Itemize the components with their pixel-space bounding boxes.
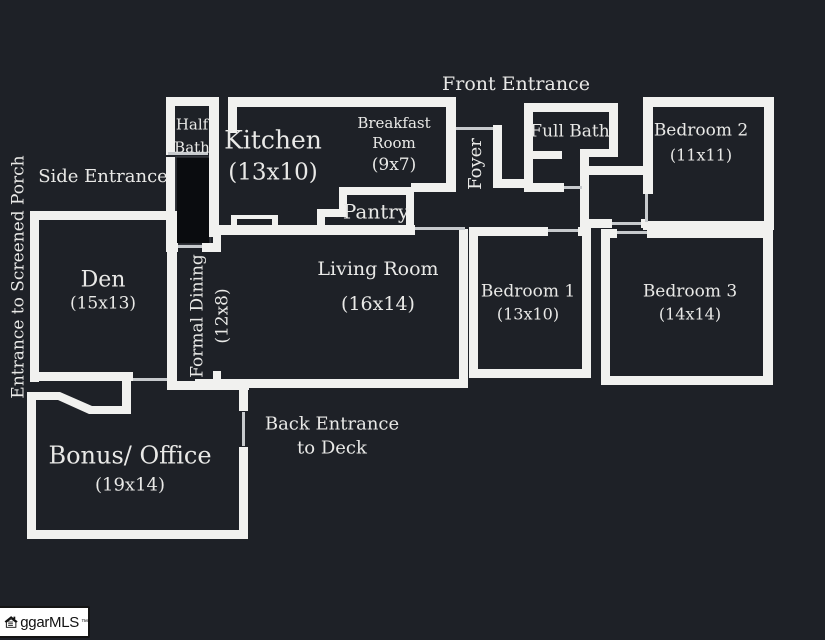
room-label-bonus-office: Bonus/ Office (19x14): [48, 442, 211, 495]
side-entrance-label: Side Entrance: [38, 165, 168, 187]
room-label-half-bath: Half Bath: [174, 115, 210, 157]
den-dims: (15x13): [69, 294, 137, 314]
formal-dining-dims: (12x8): [212, 288, 232, 344]
breakfast-dims: (9x7): [371, 154, 417, 175]
house-icon: [4, 616, 18, 628]
room-label-formal-dining: Formal Dining (12x8): [185, 254, 234, 378]
bonus-office-dims: (19x14): [94, 474, 166, 496]
room-label-foyer: Foyer: [464, 138, 486, 190]
screened-porch-entrance-label: Entrance to Screened Porch: [8, 155, 29, 399]
den-name: Den: [80, 267, 126, 293]
living-room-dims: (16x14): [341, 292, 415, 315]
room-label-bedroom-3: Bedroom 3 (14x14): [643, 281, 737, 326]
bedroom-2-dims: (11x11): [669, 145, 733, 165]
bedroom-2-name: Bedroom 2: [653, 120, 749, 141]
logo-text: ggarMLS: [20, 613, 79, 631]
front-entrance-label: Front Entrance: [442, 73, 590, 96]
logo-trademark: ™: [81, 618, 88, 626]
bedroom-3-name: Bedroom 3: [642, 281, 738, 302]
room-label-kitchen: Kitchen (13x10): [224, 124, 322, 189]
room-label-living-room: Living Room (16x14): [317, 258, 438, 317]
bonus-office-name: Bonus/ Office: [48, 441, 212, 470]
room-label-bedroom-2: Bedroom 2 (11x11): [654, 117, 748, 168]
room-label-pantry: Pantry: [342, 199, 410, 224]
bedroom-1-name: Bedroom 1: [480, 281, 576, 302]
kitchen-dims: (13x10): [228, 159, 318, 186]
room-label-den: Den (15x13): [70, 268, 136, 315]
kitchen-name: Kitchen: [224, 125, 322, 155]
formal-dining-name: Formal Dining: [187, 254, 208, 378]
back-entrance-line1: Back Entrance: [264, 413, 400, 435]
room-label-bedroom-1: Bedroom 1 (13x10): [481, 281, 575, 326]
back-entrance-label: Back Entrance to Deck: [265, 413, 399, 462]
living-room-name: Living Room: [317, 257, 439, 280]
room-label-full-bath: Full Bath: [530, 121, 610, 142]
room-label-breakfast: Breakfast Room (9x7): [352, 114, 436, 176]
door-openings: [133, 127, 648, 446]
bedroom-3-dims: (14x14): [658, 304, 722, 324]
bedroom-1-dims: (13x10): [496, 304, 560, 324]
dark-utility-area: [175, 156, 211, 245]
walls: [27, 97, 774, 539]
back-entrance-line2: to Deck: [297, 438, 367, 459]
breakfast-name: Breakfast Room: [357, 113, 431, 152]
